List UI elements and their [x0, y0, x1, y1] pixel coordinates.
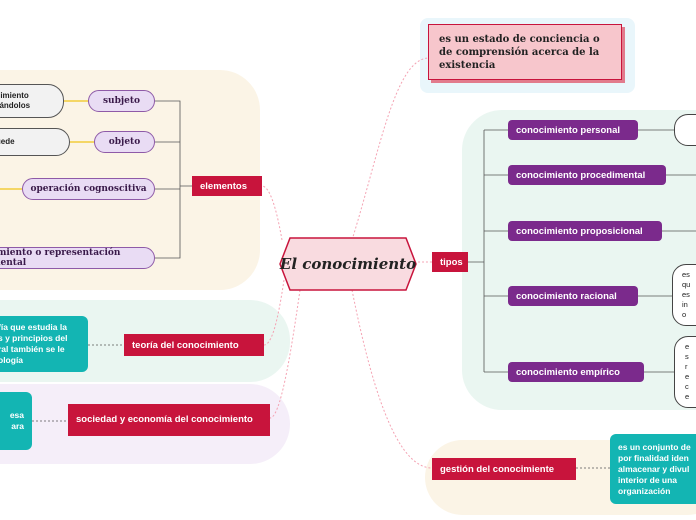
racional-detail-line-5: o — [682, 310, 687, 319]
gestion-node[interactable]: gestión del conocimiente — [432, 458, 576, 480]
empirico-detail-line-5: c — [685, 382, 689, 391]
conocimiento-empirico-detail[interactable]: e s r e c e — [674, 336, 696, 408]
center-shape — [279, 237, 417, 291]
gestion-detail-line-4: interior de una — [618, 474, 678, 485]
empirico-detail-line-3: r — [685, 362, 688, 371]
racional-detail-line-4: in — [682, 300, 688, 309]
definition-text: es un estado de conciencia o de comprens… — [439, 33, 600, 71]
operacion-cognoscitiva-label: operación cognoscitiva — [30, 184, 147, 194]
conocimiento-personal-node[interactable]: conocimiento personal — [508, 120, 638, 140]
conocimiento-proposicional-node[interactable]: conocimiento proposicional — [508, 221, 662, 241]
sociedad-detail-line-1: esa — [9, 410, 24, 420]
bracket-tipos — [468, 129, 508, 373]
subjeto-detail-line-2: lizándolos — [0, 101, 31, 110]
definition-node[interactable]: es un estado de conciencia o de comprens… — [428, 24, 622, 80]
subjeto-detail-line-1: ocimiento — [0, 91, 29, 100]
teoria-detail-line-1: fía que estudia la — [0, 322, 67, 332]
tipos-region — [462, 110, 696, 410]
gestion-label: gestión del conocimiente — [440, 463, 555, 475]
teoria-detail-line-2: s y principios del — [0, 333, 68, 343]
link-teoria — [263, 279, 285, 346]
conocimiento-personal-detail[interactable] — [674, 114, 696, 146]
objeto-label: objeto — [108, 137, 141, 147]
sociedad-label: sociedad y economía del conocimiento — [76, 414, 253, 425]
conocimiento-empirico-node[interactable]: conocimiento empírico — [508, 362, 644, 382]
racional-detail-line-3: es — [682, 290, 690, 299]
objeto-node[interactable]: objeto — [94, 131, 155, 153]
empirico-detail-line-1: e — [685, 342, 690, 351]
conocimiento-racional-detail[interactable]: es qu es in o — [672, 264, 696, 326]
elementos-label: elementos — [200, 180, 247, 192]
link-definition — [351, 57, 429, 241]
gestion-detail[interactable]: es un conjunto de por finalidad iden alm… — [610, 434, 696, 504]
teoria-label: teoría del conocimiento — [132, 339, 239, 351]
objeto-detail[interactable]: puede — [0, 128, 70, 156]
teoria-detail-line-3: ral también se le — [0, 344, 65, 354]
sociedad-node[interactable]: sociedad y economía del conocimiento — [68, 404, 270, 436]
conocimiento-personal-label: conocimiento personal — [516, 124, 620, 136]
link-sociedad — [269, 289, 301, 419]
subjeto-label: subjeto — [102, 96, 141, 106]
gestion-detail-line-5: organización — [618, 485, 671, 496]
subjeto-node[interactable]: subjeto — [88, 90, 155, 112]
tipos-label: tipos — [440, 256, 463, 268]
teoria-node[interactable]: teoría del conocimiento — [124, 334, 264, 356]
conocimiento-procedimental-node[interactable]: conocimiento procedimental — [508, 165, 666, 185]
operacion-cognoscitiva-node[interactable]: operación cognoscitiva — [22, 178, 155, 200]
elementos-node[interactable]: elementos — [192, 176, 262, 196]
conocimiento-empirico-label: conocimiento empírico — [516, 366, 620, 378]
tipos-node[interactable]: tipos — [432, 252, 468, 272]
teoria-detail-line-4: ología — [0, 355, 24, 365]
subjeto-detail[interactable]: ocimiento lizándolos — [0, 84, 64, 118]
link-gestion — [351, 289, 433, 469]
empirico-detail-line-4: e — [685, 372, 690, 381]
central-topic-label: El conocimiento — [279, 255, 417, 273]
central-topic[interactable]: El conocimiento — [278, 236, 418, 292]
racional-detail-line-2: qu — [682, 280, 691, 289]
conocimiento-proposicional-label: conocimiento proposicional — [516, 225, 643, 237]
conocimiento-racional-node[interactable]: conocimiento racional — [508, 286, 638, 306]
bracket-elementos — [155, 100, 192, 259]
gestion-detail-line-3: almacenar y divul — [618, 463, 690, 474]
conocimiento-racional-label: conocimiento racional — [516, 290, 617, 302]
sociedad-detail[interactable]: esa ara — [0, 392, 32, 450]
link-elementos — [261, 185, 283, 241]
empirico-detail-line-6: e — [685, 392, 690, 401]
sociedad-detail-line-2: ara — [11, 421, 24, 431]
teoria-detail[interactable]: fía que estudia la s y principios del ra… — [0, 316, 88, 372]
empirico-detail-line-2: s — [685, 352, 689, 361]
objeto-detail-line-1: puede — [0, 137, 15, 146]
racional-detail-line-1: es — [682, 270, 690, 279]
gestion-detail-line-1: es un conjunto de — [618, 441, 691, 452]
gestion-detail-line-2: por finalidad iden — [618, 452, 689, 463]
conocimiento-procedimental-label: conocimiento procedimental — [516, 169, 646, 181]
